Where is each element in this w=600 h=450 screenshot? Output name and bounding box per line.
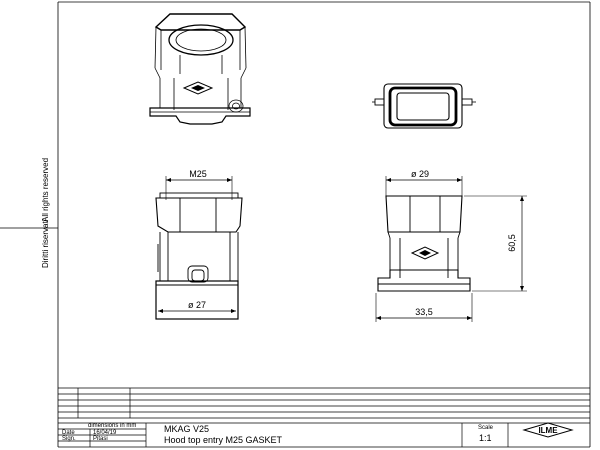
ilme-logo-text: ILME [538,426,558,435]
units-note: dimensions in mm [88,423,137,429]
scale-value: 1:1 [479,433,492,443]
logo-icon [182,81,214,95]
rights-reserved-text: All rights reserved [41,157,50,222]
sign-label: Sign. [62,436,76,442]
drawing-description: Hood top entry M25 GASKET [164,435,283,445]
dim-dia29-label: ø 29 [411,169,429,179]
date-label: Date [62,430,75,436]
title-block-grid [58,387,590,448]
top-view [372,83,476,129]
date-value: 16/04/19 [93,430,117,436]
diritti-riservati-text: Diritti riservati [41,219,50,268]
dim-dia27-label: ø 27 [188,300,206,310]
side-view-logo-icon [410,246,440,260]
isometric-view [149,13,251,125]
sign-value: Pitasi [93,436,108,442]
sheet-frame [0,1,591,447]
scale-label: Scale [478,425,494,431]
drawing-code: MKAG V25 [164,424,210,434]
front-view [155,176,243,320]
ilme-logo: ILME [522,422,574,438]
dim-m25-label: M25 [189,169,207,179]
side-view [375,176,527,322]
dim-60-5-label: 60,5 [507,234,517,252]
dim-33-5-label: 33,5 [415,307,433,317]
